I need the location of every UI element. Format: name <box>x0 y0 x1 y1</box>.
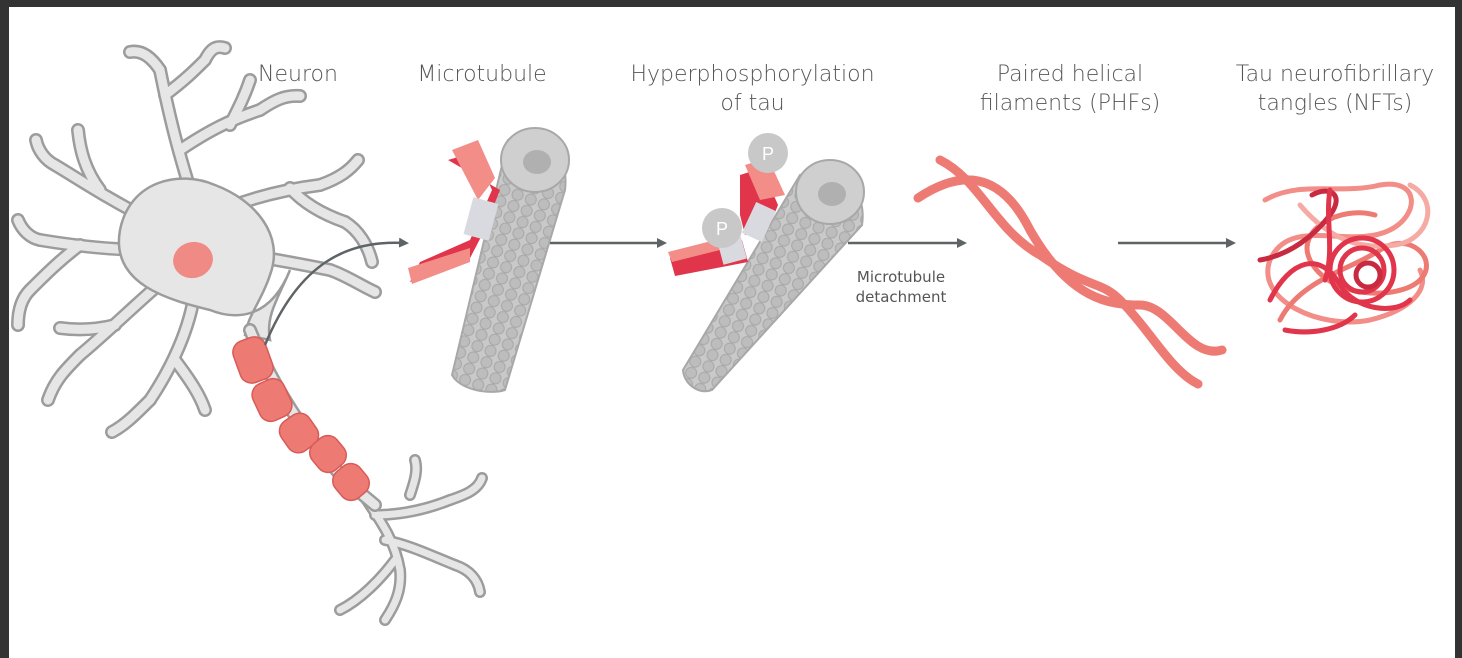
label-microtubule: Microtubule <box>402 60 562 89</box>
label-neuron: Neuron <box>228 60 368 89</box>
svg-text:P: P <box>716 219 728 239</box>
neurofibrillary-tangle-illustration <box>1260 184 1428 332</box>
phosphate-icon: P <box>702 208 742 248</box>
neuron-illustration <box>18 47 482 620</box>
label-microtubule-detachment: Microtubule detachment <box>826 267 976 307</box>
label-paired-helical-filaments: Paired helical filaments (PHFs) <box>958 60 1182 118</box>
svg-text:P: P <box>762 144 774 164</box>
hyperphosphorylated-tau-illustration: P P <box>668 133 864 391</box>
microtubule-illustration <box>408 128 569 392</box>
myelin-sheath <box>230 334 375 506</box>
phosphate-icon: P <box>748 133 788 173</box>
label-hyperphosphorylation: Hyperphosphorylation of tau <box>600 60 905 118</box>
label-neurofibrillary-tangles: Tau neurofibrillary tangles (NFTs) <box>1210 60 1460 118</box>
